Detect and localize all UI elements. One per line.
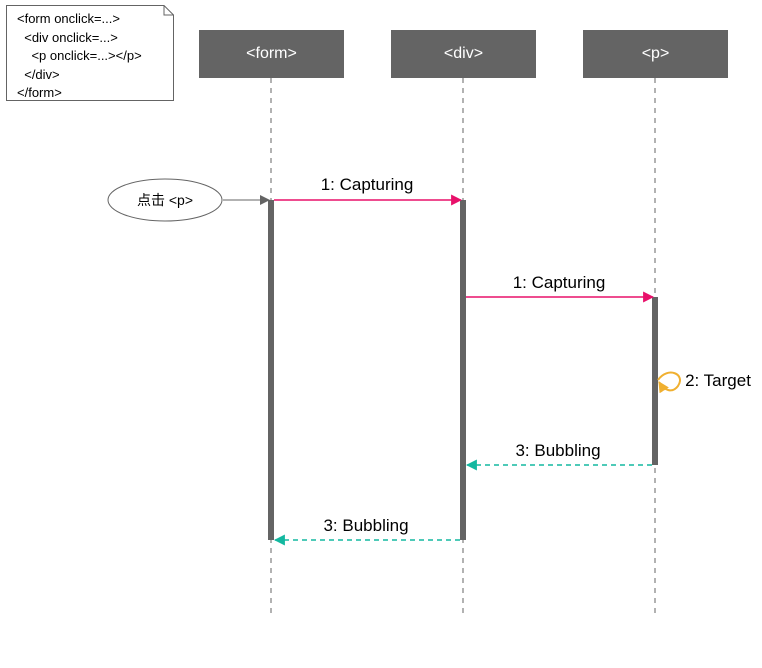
activation-p: [652, 297, 658, 465]
activation-div: [460, 200, 466, 540]
target-self-loop: [657, 371, 681, 394]
capturing-label-div-p: 1: Capturing: [512, 273, 606, 292]
note-line: </div>: [17, 66, 60, 82]
note-line: </form>: [17, 85, 62, 100]
note-line: <form onclick=...>: [17, 11, 120, 26]
capturing-label-form-div: 1: Capturing: [320, 175, 414, 194]
bubbling-label-div-form: 3: Bubbling: [323, 516, 409, 535]
actor-label: 点击 <p>: [136, 192, 194, 208]
target-label: 2: Target: [685, 371, 751, 390]
activation-form: [268, 200, 274, 540]
bubbling-label-p-div: 3: Bubbling: [515, 441, 601, 460]
code-note: <form onclick=...> <div onclick=...> <p …: [6, 5, 174, 101]
lifeline-header-p: <p>: [583, 30, 728, 78]
lifeline-header-form: <form>: [199, 30, 344, 78]
note-code: <form onclick=...> <div onclick=...> <p …: [17, 10, 142, 103]
actor-ellipse: [107, 178, 223, 222]
lifeline-header-div: <div>: [391, 30, 536, 78]
note-line: <p onclick=...></p>: [17, 48, 142, 63]
note-shape: [6, 5, 174, 101]
actor: 点击 <p>: [107, 178, 223, 222]
note-line: <div onclick=...>: [17, 29, 118, 45]
